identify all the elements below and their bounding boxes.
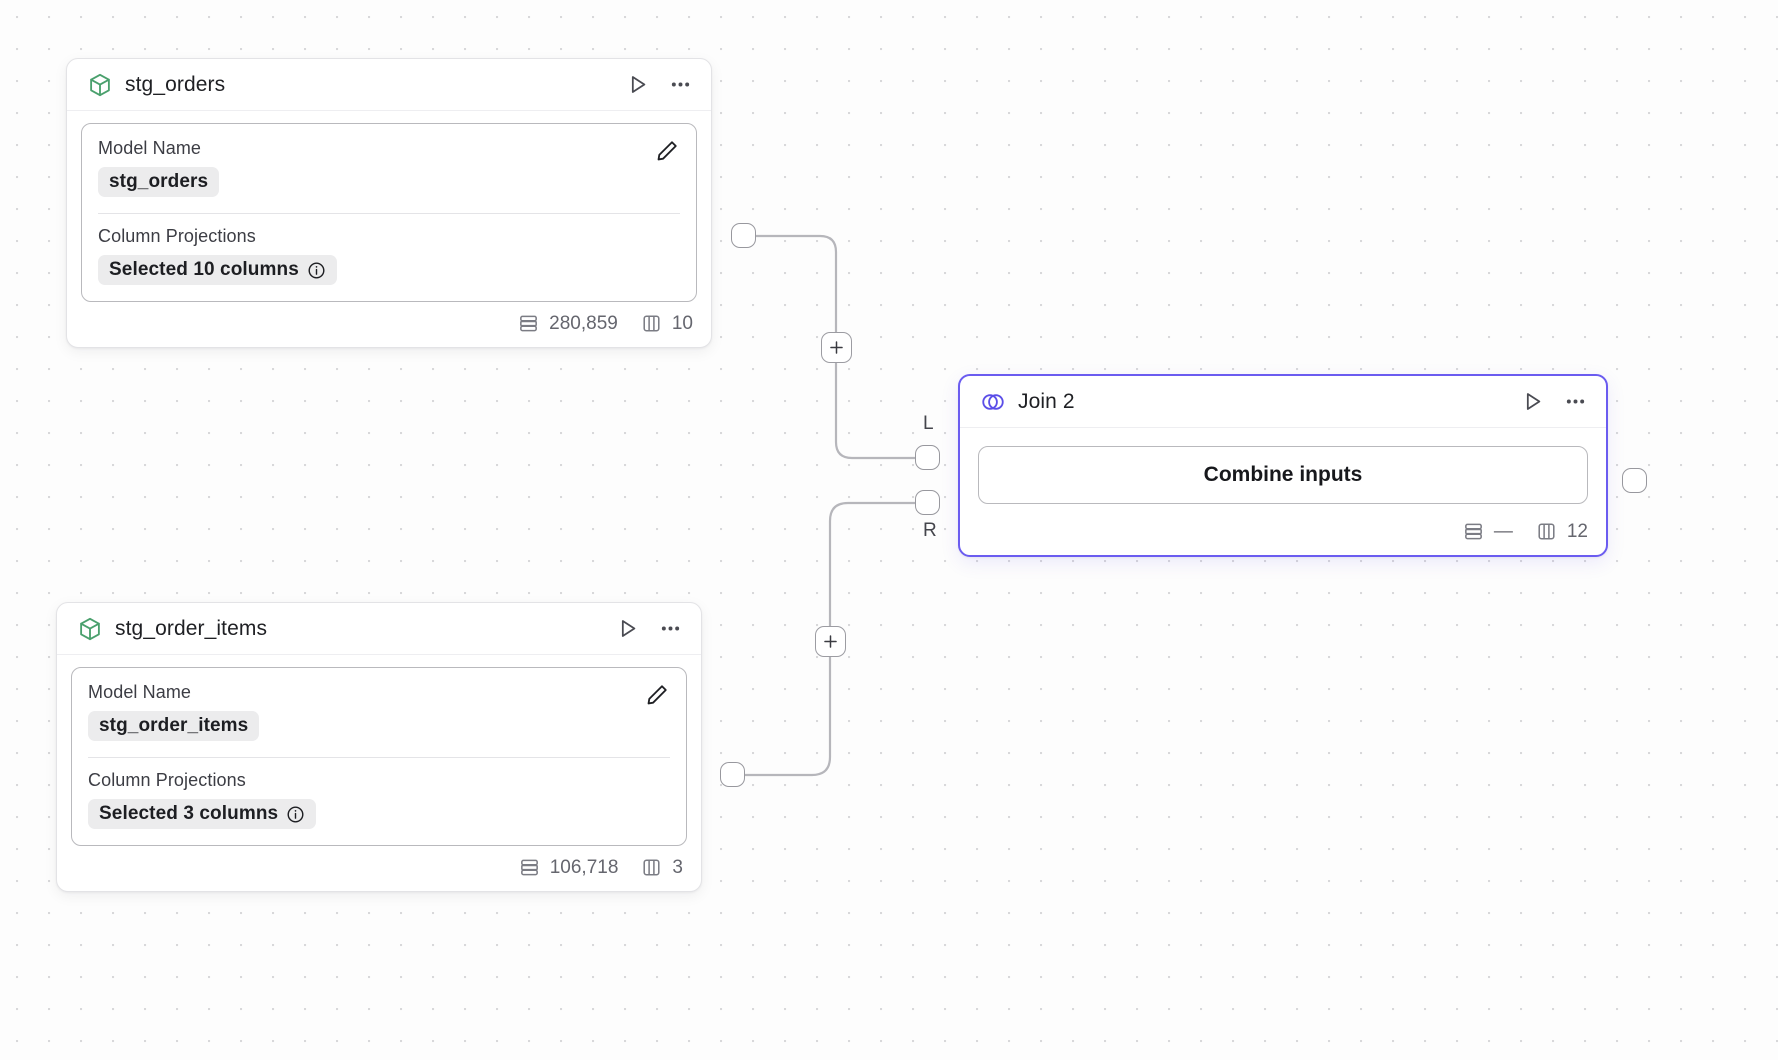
- info-icon[interactable]: [286, 805, 305, 824]
- row-count-stat: 280,859: [517, 312, 618, 335]
- columns-icon: [1535, 520, 1558, 543]
- input-port-join-right[interactable]: [915, 490, 940, 515]
- row-count-stat: 106,718: [518, 856, 619, 879]
- pencil-icon[interactable]: [644, 682, 670, 708]
- column-projections-value[interactable]: Selected 3 columns: [88, 799, 317, 829]
- header-actions: [615, 616, 683, 641]
- output-port-join-2[interactable]: [1622, 468, 1647, 493]
- edge-add-node-button-lower[interactable]: [815, 626, 846, 657]
- model-name-label: Model Name: [88, 682, 192, 702]
- node-stg-orders[interactable]: stg_orders Model Name: [66, 58, 712, 348]
- input-port-left-label: L: [923, 413, 934, 434]
- node-title: stg_orders: [125, 72, 226, 96]
- columns-value: 12: [1566, 520, 1588, 542]
- venn-icon: [980, 389, 1006, 415]
- column-count-stat: 12: [1535, 520, 1588, 543]
- plus-icon: [830, 341, 843, 354]
- more-icon[interactable]: [658, 616, 683, 641]
- input-port-join-left[interactable]: [915, 445, 940, 470]
- header-actions: [625, 72, 693, 97]
- rows-value: 106,718: [549, 856, 619, 878]
- rows-value: 280,859: [549, 312, 618, 334]
- node-join-2[interactable]: Join 2 Combine inputs: [958, 374, 1608, 557]
- node-body: Combine inputs: [960, 428, 1606, 504]
- column-count-stat: 10: [640, 312, 693, 335]
- node-header: stg_order_items: [57, 603, 701, 655]
- node-body: Model Name stg_order_items Column Projec…: [57, 655, 701, 846]
- column-projections-text: Selected 10 columns: [109, 259, 299, 280]
- panel-divider: [88, 757, 670, 758]
- rows-value: —: [1493, 520, 1513, 542]
- columns-value: 3: [672, 856, 683, 878]
- cube-icon: [87, 72, 113, 98]
- node-stg-order-items[interactable]: stg_order_items Model Name: [56, 602, 702, 892]
- column-projections-label: Column Projections: [88, 770, 246, 790]
- more-icon[interactable]: [668, 72, 693, 97]
- header-actions: [1520, 389, 1588, 414]
- node-body: Model Name stg_orders Column Projections…: [67, 111, 711, 302]
- row-count-stat: —: [1462, 520, 1513, 543]
- combine-inputs-button[interactable]: Combine inputs: [978, 446, 1588, 504]
- node-title: Join 2: [1018, 389, 1075, 413]
- columns-icon: [640, 856, 663, 879]
- more-icon[interactable]: [1563, 389, 1588, 414]
- output-port-stg-order-items[interactable]: [720, 762, 745, 787]
- model-name-label: Model Name: [98, 138, 202, 158]
- rows-icon: [517, 312, 540, 335]
- column-projections-text: Selected 3 columns: [99, 803, 279, 824]
- column-projections-value[interactable]: Selected 10 columns: [98, 255, 337, 285]
- panel-divider: [98, 213, 680, 214]
- output-port-stg-orders[interactable]: [731, 223, 756, 248]
- columns-value: 10: [671, 312, 693, 334]
- info-icon[interactable]: [307, 261, 326, 280]
- node-title: stg_order_items: [115, 616, 268, 640]
- column-projections-label: Column Projections: [98, 226, 256, 246]
- run-icon[interactable]: [625, 72, 650, 97]
- plus-icon: [824, 635, 837, 648]
- rows-icon: [518, 856, 541, 879]
- edge-add-node-button-upper[interactable]: [821, 332, 852, 363]
- config-panel: Model Name stg_order_items Column Projec…: [71, 667, 687, 846]
- run-icon[interactable]: [1520, 389, 1545, 414]
- config-panel: Model Name stg_orders Column Projections…: [81, 123, 697, 302]
- node-header: Join 2: [960, 376, 1606, 428]
- model-name-value[interactable]: stg_orders: [98, 167, 220, 197]
- pencil-icon[interactable]: [654, 138, 680, 164]
- node-footer: 106,718 3: [57, 846, 701, 891]
- column-count-stat: 3: [640, 856, 683, 879]
- model-name-value[interactable]: stg_order_items: [88, 711, 260, 741]
- node-footer: 280,859 10: [67, 302, 711, 347]
- input-port-right-label: R: [923, 520, 937, 541]
- columns-icon: [640, 312, 663, 335]
- cube-icon: [77, 616, 103, 642]
- node-header: stg_orders: [67, 59, 711, 111]
- node-footer: — 12: [960, 504, 1606, 555]
- rows-icon: [1462, 520, 1485, 543]
- run-icon[interactable]: [615, 616, 640, 641]
